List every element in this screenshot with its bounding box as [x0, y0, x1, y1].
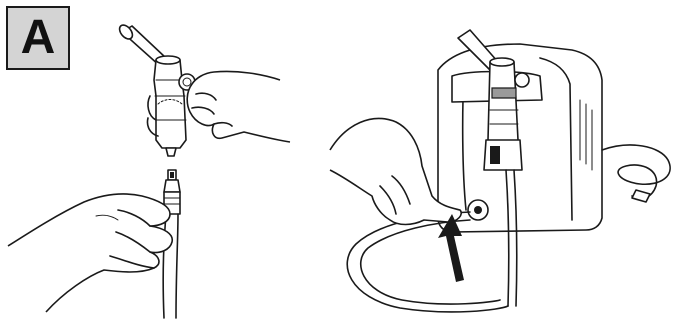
hand-holding-tube-icon: [8, 170, 180, 318]
compressor-unit-icon: [330, 30, 670, 312]
hand-holding-nebulizer-icon: [117, 23, 290, 156]
